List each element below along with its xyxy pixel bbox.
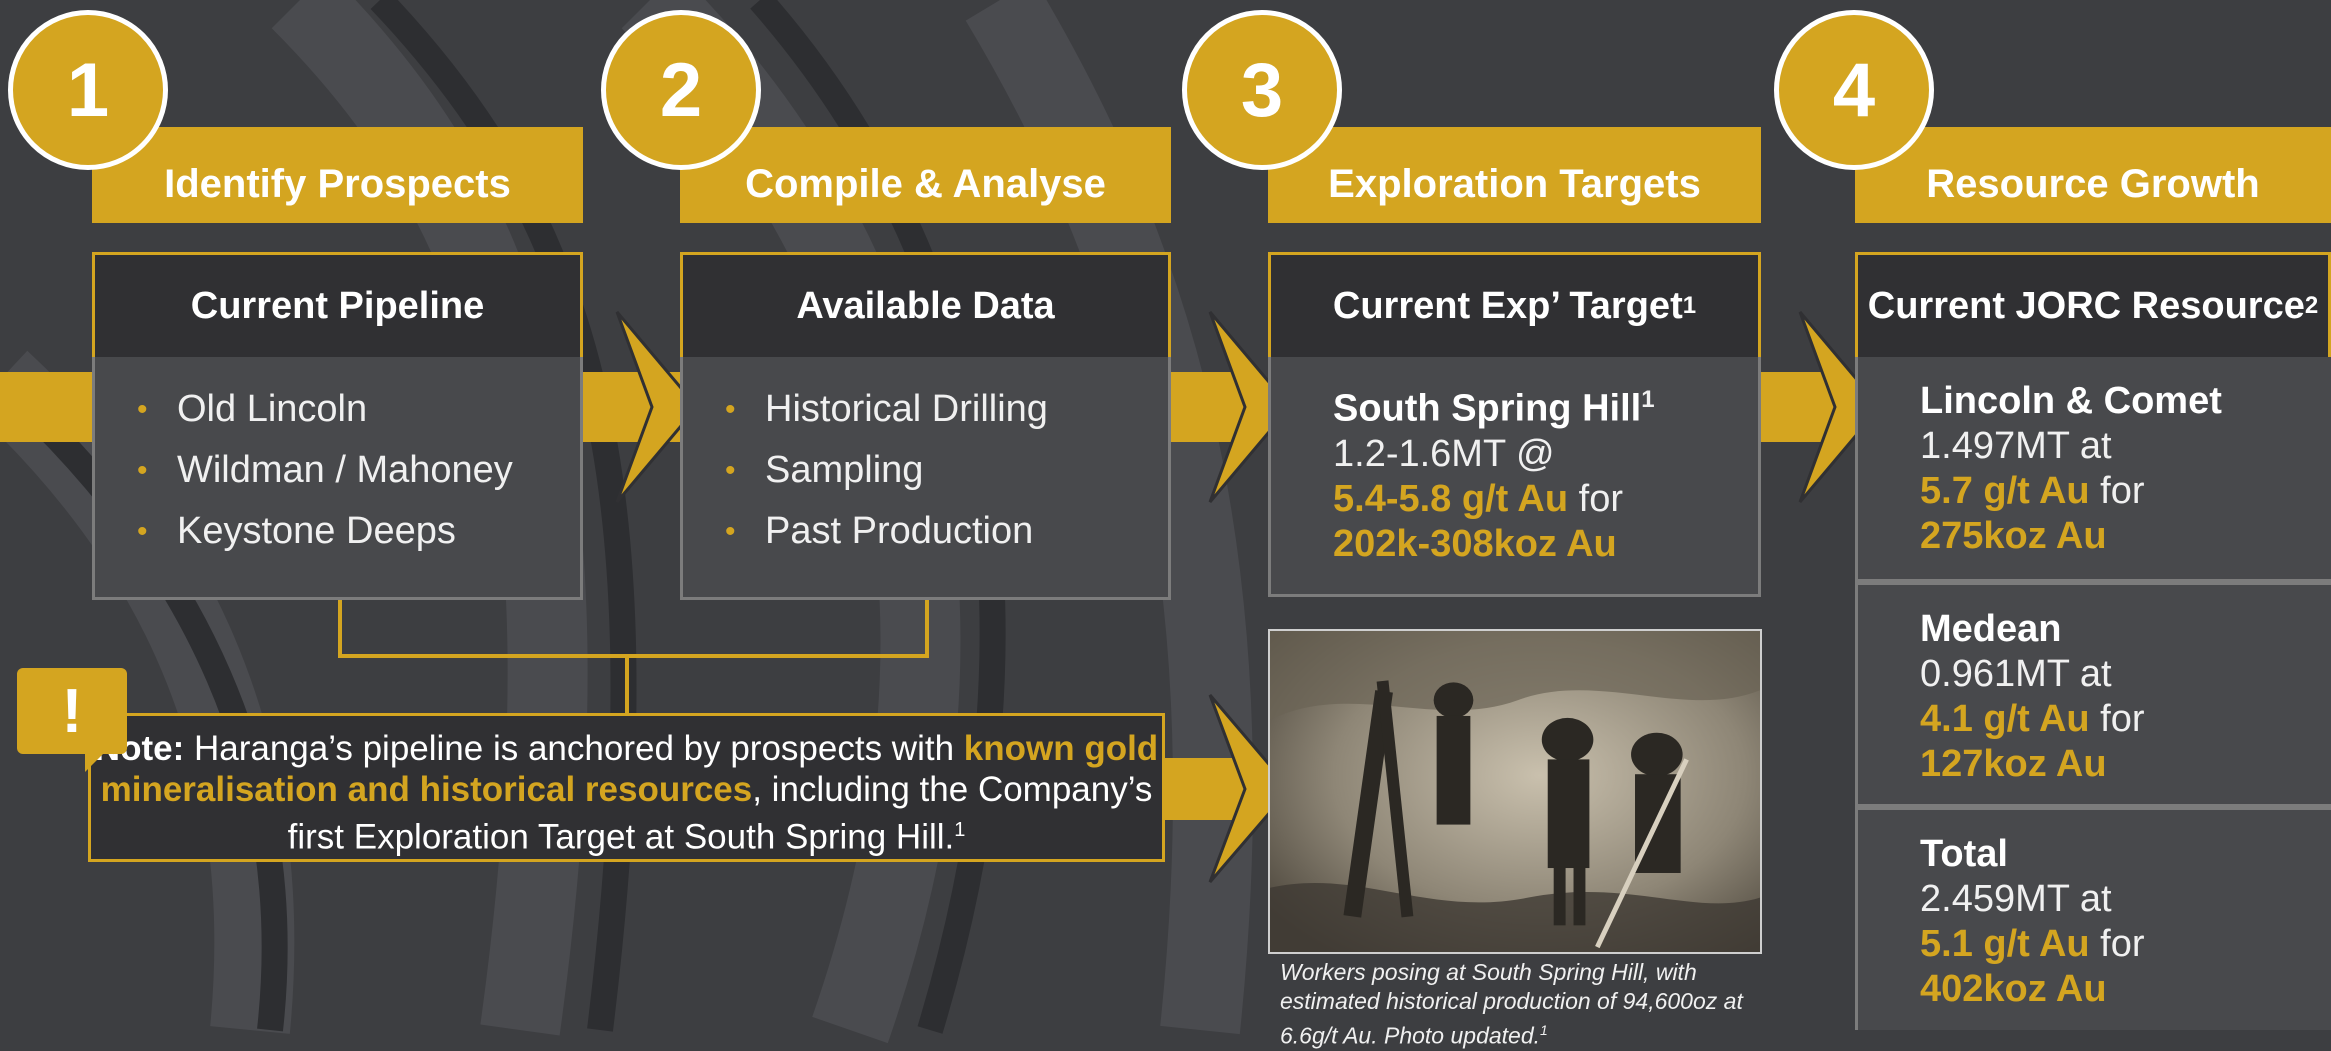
target-name: South Spring Hill: [1333, 387, 1642, 430]
list-item: Past Production: [725, 501, 1168, 562]
available-data-body: Historical Drilling Sampling Past Produc…: [680, 357, 1171, 600]
target-tonnage: 1.2-1.6MT @: [1333, 432, 1555, 475]
historical-photo: [1268, 629, 1762, 954]
step-title-4: Resource Growth: [1855, 127, 2331, 223]
list-item: Wildman / Mahoney: [137, 440, 580, 501]
step-title-3: Exploration Targets: [1268, 127, 1761, 223]
step-title-1: Identify Prospects: [92, 127, 583, 223]
photo-caption: Workers posing at South Spring Hill, wit…: [1280, 959, 1743, 1049]
pipeline-panel: Current Pipeline Old Lincoln Wildman / M…: [92, 252, 583, 600]
pipeline-heading: Current Pipeline: [92, 252, 583, 360]
step-title-2: Compile & Analyse: [680, 127, 1171, 223]
target-ounces: 202k-308koz Au: [1333, 522, 1617, 565]
note-highlight: known gold mineralisation and historical…: [100, 729, 1159, 809]
available-data-heading: Available Data: [680, 252, 1171, 360]
jorc-resource-3: Total 2.459MT at 5.1 g/t Au for 402koz A…: [1855, 807, 2331, 1030]
alert-tail: [85, 750, 107, 772]
pipeline-body: Old Lincoln Wildman / Mahoney Keystone D…: [92, 357, 583, 600]
step-number-2: 2: [601, 10, 761, 170]
available-data-panel: Available Data Historical Drilling Sampl…: [680, 252, 1171, 600]
exclamation-icon: !: [17, 668, 127, 754]
list-item: Old Lincoln: [137, 379, 580, 440]
list-item: Sampling: [725, 440, 1168, 501]
exp-target-body: South Spring Hill1 1.2-1.6MT @ 5.4-5.8 g…: [1268, 357, 1761, 597]
step-number-1: 1: [8, 10, 168, 170]
jorc-resource-1: Lincoln & Comet 1.497MT at 5.7 g/t Au fo…: [1855, 357, 2331, 582]
list-item: Keystone Deeps: [137, 501, 580, 562]
step-number-4: 4: [1774, 10, 1934, 170]
jorc-resource-2: Medean 0.961MT at 4.1 g/t Au for 127koz …: [1855, 582, 2331, 807]
target-grade: 5.4-5.8 g/t Au: [1333, 477, 1569, 520]
list-item: Historical Drilling: [725, 379, 1168, 440]
step-number-3: 3: [1182, 10, 1342, 170]
note-callout: Note: Haranga’s pipeline is anchored by …: [88, 713, 1165, 862]
